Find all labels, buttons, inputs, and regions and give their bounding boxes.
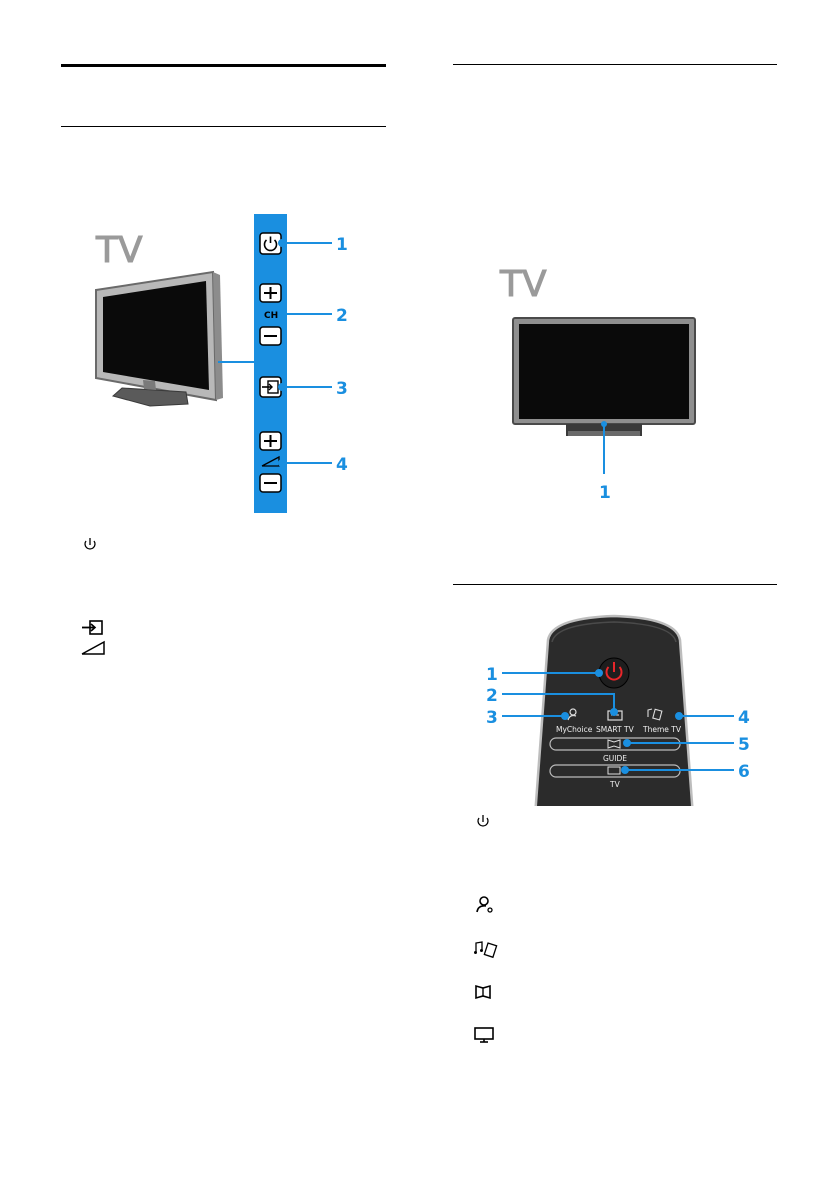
remote-mychoice-icon (567, 708, 577, 721)
remote-callout-3: 3 (486, 708, 498, 728)
remote-body (534, 614, 694, 806)
tv-side-label: TV (95, 230, 143, 271)
mychoice-icon (476, 896, 493, 913)
remote-callout-1: 1 (486, 665, 498, 685)
remote-callout-5: 5 (738, 735, 750, 755)
remote-power-button (598, 657, 630, 689)
side-callout-1: 1 (336, 235, 348, 255)
side-callout-3: 3 (336, 379, 348, 399)
source-icon (82, 620, 103, 635)
side-ch-label: CH (264, 311, 278, 321)
remote-callout-4: 4 (738, 708, 750, 728)
power-icon (477, 815, 489, 827)
remote-label-themetv: Theme TV (642, 725, 682, 734)
tv-icon (474, 1027, 494, 1043)
tv-angled-illustration (95, 270, 223, 407)
remote-callout-2: 2 (486, 686, 498, 706)
tv-front-label: TV (499, 264, 547, 305)
side-callout-2: 2 (336, 306, 348, 326)
remote-label-guide: GUIDE (603, 754, 627, 763)
side-ch-plus-button (259, 283, 282, 303)
side-vol-plus-button (259, 431, 282, 451)
right-section-rule (453, 584, 777, 585)
right-top-rule (453, 64, 777, 65)
remote-label-tv: TV (609, 780, 621, 789)
side-vol-minus-button (259, 473, 282, 493)
front-callout-1: 1 (599, 483, 611, 503)
volume-icon (81, 640, 105, 655)
left-top-rule (61, 64, 386, 67)
remote-label-mychoice: MyChoice (556, 725, 593, 734)
remote-callout-6: 6 (738, 762, 750, 782)
remote-label-smarttv: SMART TV (596, 725, 635, 734)
side-callout-4: 4 (336, 455, 348, 475)
power-icon (84, 538, 96, 550)
tv-front-illustration (512, 317, 696, 436)
guide-icon (475, 984, 491, 1000)
remote-themetv-icon (647, 708, 663, 721)
left-section-rule (61, 126, 386, 127)
side-ch-minus-button (259, 326, 282, 346)
theme-tv-icon (474, 941, 498, 959)
